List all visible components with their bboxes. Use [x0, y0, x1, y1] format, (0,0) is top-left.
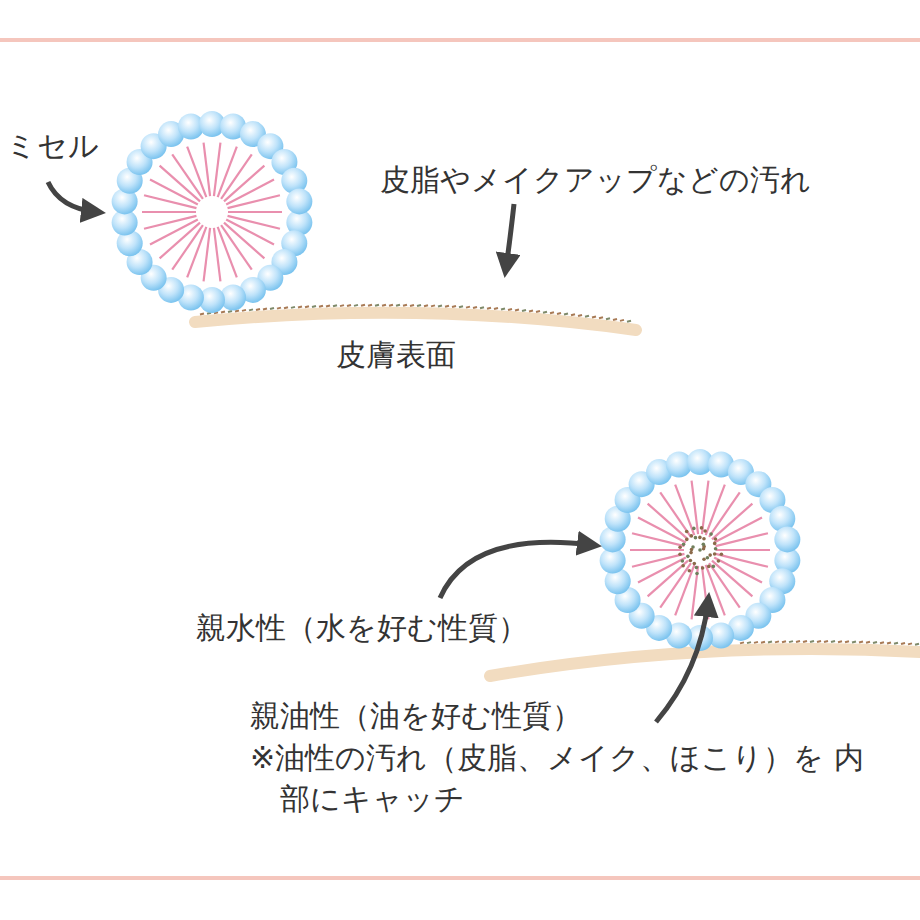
lipophilic-note: ※油性の汚れ（皮脂、メイク、ほこり）を 内部にキャッチ — [250, 738, 880, 819]
leader-arrow — [506, 204, 514, 268]
frame-line — [0, 876, 920, 880]
dirt — [200, 305, 631, 322]
dirt-label: 皮脂やメイクアップなどの汚れ — [380, 160, 811, 201]
skin-surface — [490, 649, 920, 676]
leader-arrow — [48, 182, 96, 212]
micelle — [112, 111, 313, 313]
dirt — [740, 641, 919, 645]
hydrophilic-label: 親水性（水を好む性質） — [196, 608, 528, 649]
skin-label: 皮膚表面 — [336, 335, 456, 376]
micelle — [600, 449, 801, 651]
leader-arrow — [440, 542, 592, 598]
lipophilic-label: 親油性（油を好む性質） — [250, 696, 582, 737]
frame-line — [0, 38, 920, 42]
skin-surface — [195, 313, 636, 330]
micelle-label: ミセル — [6, 126, 99, 167]
leader-arrow — [656, 602, 708, 722]
